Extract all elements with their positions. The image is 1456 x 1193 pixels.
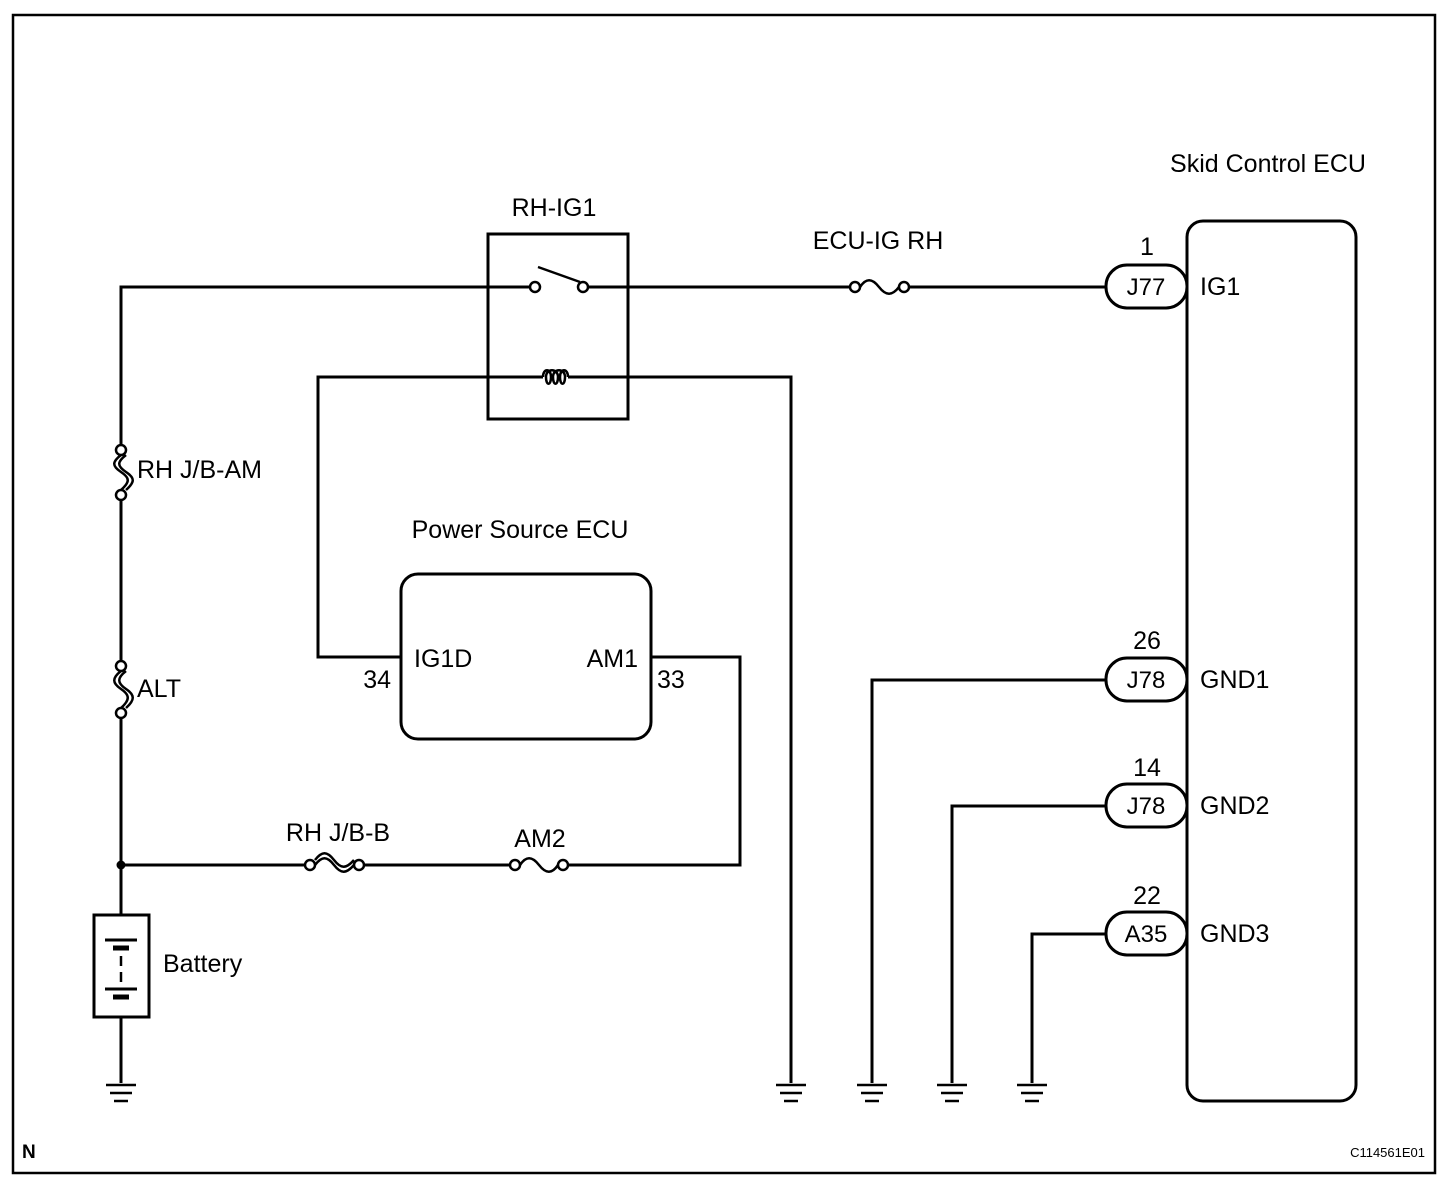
pin-name: GND2 (1200, 792, 1269, 820)
pin-name: GND1 (1200, 666, 1269, 694)
wire-coil-to-ground (568, 375, 793, 1083)
wire-am2-to-am1 (568, 655, 742, 867)
fuse-alt-label: ALT (137, 675, 181, 703)
pin-gnd3: 22 A35 GND3 (1104, 882, 1269, 957)
relay-rh-ig1: RH-IG1 (486, 194, 630, 421)
pin-gnd1: 26 J78 GND1 (1104, 627, 1269, 703)
junction-dot (116, 860, 126, 870)
pin-number: 22 (1133, 882, 1161, 910)
skid-control-ecu-label: Skid Control ECU (1170, 150, 1366, 178)
pin-gnd2: 14 J78 GND2 (1104, 754, 1269, 829)
power-source-ecu: Power Source ECU IG1D AM1 34 33 (363, 516, 685, 741)
skid-control-ecu-box (1185, 219, 1358, 1103)
pin-number: 26 (1133, 627, 1161, 655)
wire-bplus-to-relay (119, 285, 530, 450)
pin-number: 1 (1140, 233, 1154, 261)
power-source-ecu-pin-34: 34 (363, 666, 391, 694)
connector-code: A35 (1125, 921, 1168, 948)
power-source-ecu-label: Power Source ECU (412, 516, 629, 544)
fuse-rh-jb-b: RH J/B-B (286, 819, 390, 873)
connector-code: J77 (1127, 274, 1166, 301)
ground-icon (106, 1083, 136, 1103)
fuse-ecu-ig-rh: ECU-IG RH (813, 227, 944, 295)
fuse-rh-jb-b-label: RH J/B-B (286, 819, 390, 847)
fuse-am2: AM2 (508, 825, 570, 873)
relay-box (486, 232, 630, 421)
corner-mark: N (22, 1142, 36, 1163)
connector-oval (1104, 910, 1189, 957)
battery: Battery (92, 913, 243, 1019)
figure-code: C114561E01 (1350, 1145, 1425, 1160)
battery-label: Battery (163, 950, 243, 978)
connector-code: J78 (1127, 793, 1166, 820)
power-source-ecu-pin-ig1d: IG1D (414, 645, 472, 673)
power-source-ecu-pin-33: 33 (657, 666, 685, 694)
relay-label: RH-IG1 (512, 194, 597, 222)
wires (116, 285, 1106, 1083)
fuse-rh-jb-am-label: RH J/B-AM (137, 456, 262, 484)
diagram-frame (11, 13, 1437, 1175)
ground-icon (937, 1083, 967, 1103)
wire-gnd3 (1030, 932, 1106, 1083)
connector-oval (1104, 263, 1189, 310)
pin-name: IG1 (1200, 273, 1240, 301)
fuse-rh-jb-am: RH J/B-AM (113, 443, 262, 502)
skid-control-ecu: Skid Control ECU (1170, 150, 1366, 1103)
pin-name: GND3 (1200, 920, 1269, 948)
fuse-alt: ALT (113, 659, 181, 720)
connector-code: J78 (1127, 667, 1166, 694)
fuse-am2-label: AM2 (514, 825, 565, 853)
fuse-ecu-ig-rh-label: ECU-IG RH (813, 227, 944, 255)
wire-ig1d-to-coil (316, 375, 543, 659)
ground-icon (1017, 1083, 1047, 1103)
pin-number: 14 (1133, 754, 1161, 782)
power-source-ecu-pin-am1: AM1 (587, 645, 638, 673)
connector-oval (1104, 656, 1189, 703)
ground-icon (857, 1083, 887, 1103)
battery-icon (105, 938, 137, 1000)
connector-oval (1104, 782, 1189, 829)
wire-gnd2 (950, 804, 1106, 1083)
ground-icon (776, 1083, 806, 1103)
relay-coil-icon (541, 369, 570, 385)
wire-gnd1 (870, 678, 1106, 1083)
pin-ig1: 1 J77 IG1 (1104, 233, 1240, 310)
